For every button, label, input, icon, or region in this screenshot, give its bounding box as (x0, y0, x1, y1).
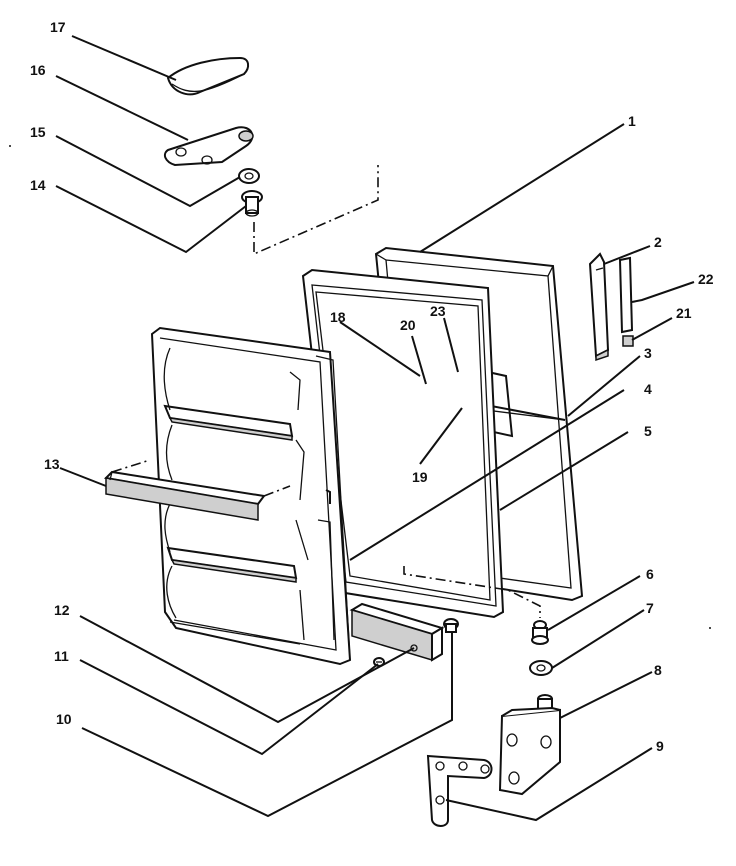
callout-labels: 17 16 15 14 1 2 22 21 3 4 5 18 20 23 19 … (30, 19, 714, 754)
callout-11: 11 (54, 648, 69, 664)
callout-20: 20 (400, 317, 416, 333)
callout-17: 17 (50, 19, 66, 35)
callout-3: 3 (644, 345, 652, 361)
alignment-line-bottom (403, 566, 541, 618)
part-6-hinge-bushing (531, 620, 549, 645)
part-14-bushing (241, 190, 263, 217)
callout-10: 10 (56, 711, 72, 727)
callout-12: 12 (54, 602, 70, 618)
alignment-line-13 (111, 459, 291, 497)
callout-5: 5 (644, 423, 652, 439)
callout-14: 14 (30, 177, 46, 193)
part-7-washer (529, 660, 553, 676)
speck (9, 145, 11, 147)
part-2-handle (588, 252, 610, 362)
callout-13: 13 (44, 456, 60, 472)
callout-23: 23 (430, 303, 446, 319)
callout-4: 4 (644, 381, 652, 397)
part-8-hinge-bracket (498, 694, 561, 796)
part-16-hinge-plate (163, 126, 254, 167)
callout-22: 22 (698, 271, 714, 287)
callout-1: 1 (628, 113, 636, 129)
part-13-shelf-bar (103, 470, 266, 521)
part-9-l-bracket (426, 754, 493, 827)
callout-7: 7 (646, 600, 654, 616)
callout-16: 16 (30, 62, 46, 78)
callout-9: 9 (656, 738, 664, 754)
callout-19: 19 (412, 469, 428, 485)
callout-8: 8 (654, 662, 662, 678)
part-21-block (622, 335, 634, 347)
alignment-line-top (253, 165, 379, 256)
callout-15: 15 (30, 124, 46, 140)
part-12-bottom-rail (349, 602, 445, 662)
callout-6: 6 (646, 566, 654, 582)
part-17-top-cover (166, 56, 250, 96)
callout-21: 21 (676, 305, 692, 321)
callout-2: 2 (654, 234, 662, 250)
callout-18: 18 (330, 309, 346, 325)
leader-lines (55, 35, 695, 822)
part-15-washer (238, 168, 260, 184)
part-10-plug (443, 618, 459, 633)
part-22-handle-strip (618, 256, 634, 334)
speck (709, 627, 711, 629)
